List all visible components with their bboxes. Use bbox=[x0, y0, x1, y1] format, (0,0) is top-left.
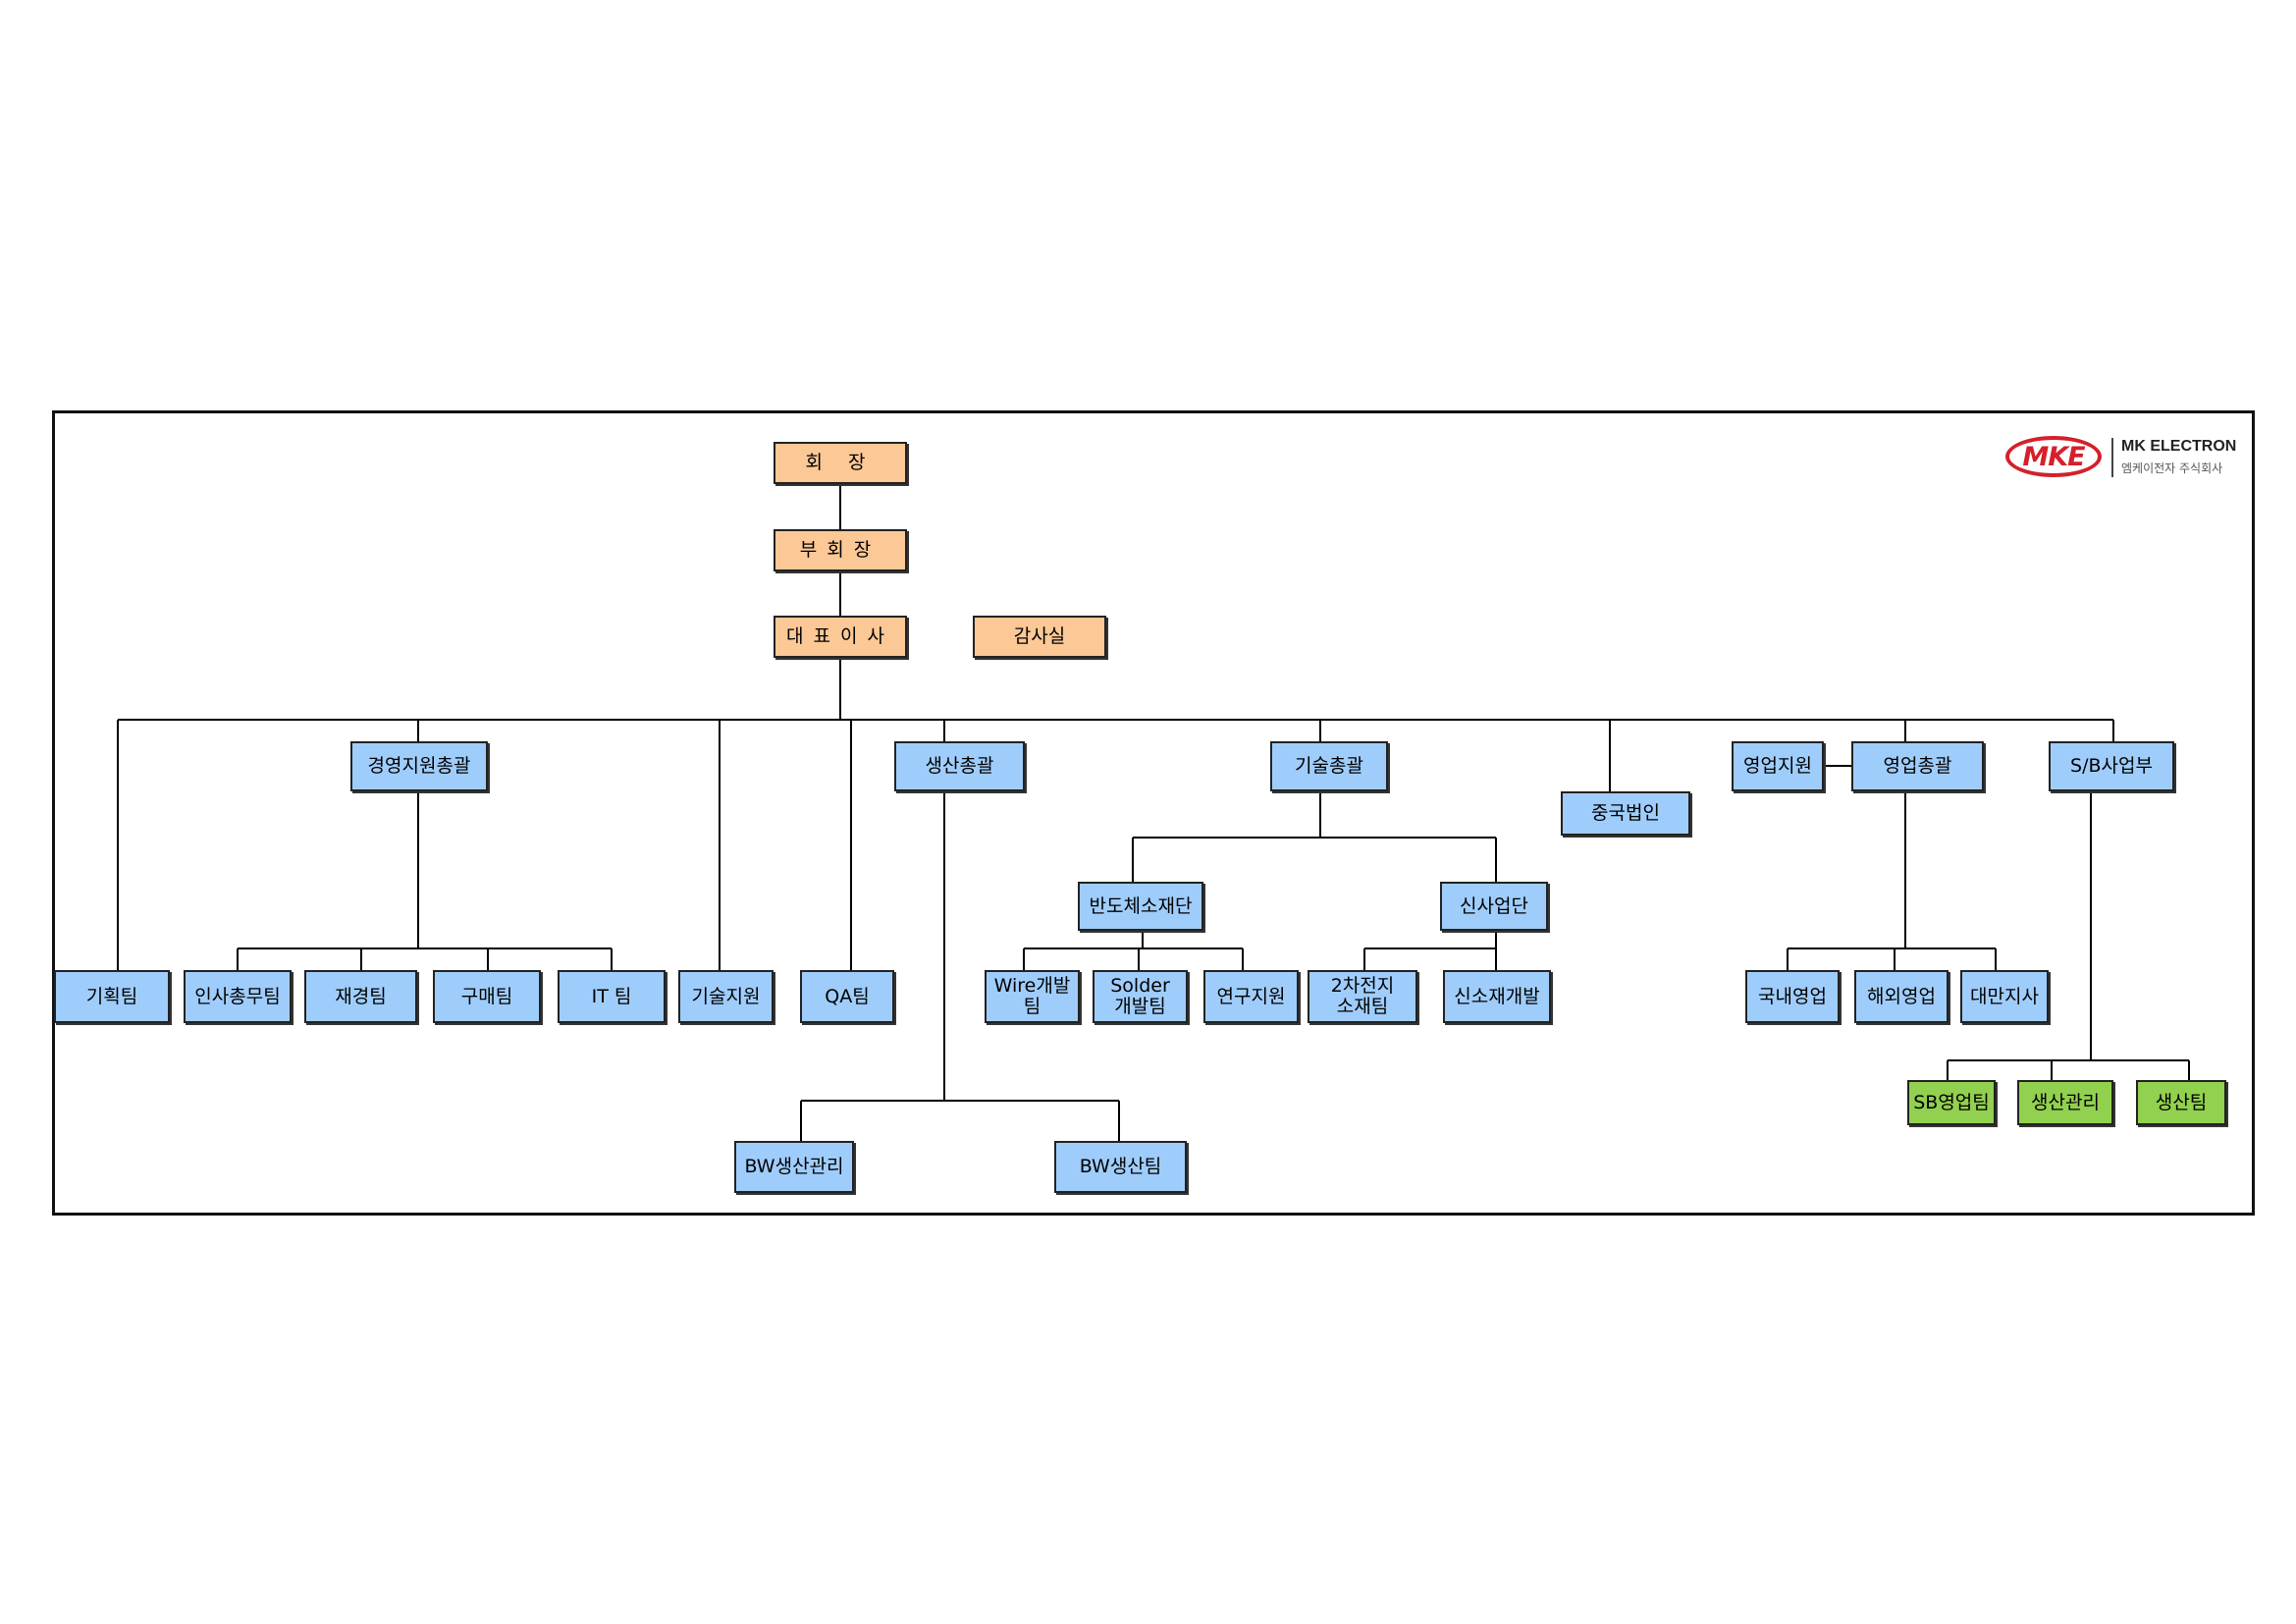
node-mgmt-support-head: 경영지원총괄 bbox=[350, 741, 488, 791]
node-chairman: 회 장 bbox=[774, 442, 907, 484]
node-overseas-sales: 해외영업 bbox=[1854, 970, 1949, 1023]
node-sb-division: S/B사업부 bbox=[2049, 741, 2174, 791]
node-battery-material-team: 2차전지 소재팀 bbox=[1308, 970, 1417, 1023]
node-finance-team: 재경팀 bbox=[304, 970, 417, 1023]
node-production-team: 생산팀 bbox=[2136, 1080, 2226, 1125]
node-new-business-division: 신사업단 bbox=[1440, 882, 1548, 931]
node-bw-production-team: BW생산팀 bbox=[1054, 1141, 1187, 1193]
node-research-support: 연구지원 bbox=[1203, 970, 1299, 1023]
node-production-head: 생산총괄 bbox=[894, 741, 1025, 791]
node-tech-head: 기술총괄 bbox=[1270, 741, 1388, 791]
node-wire-dev-team: Wire개발팀 bbox=[985, 970, 1080, 1023]
node-purchase-team: 구매팀 bbox=[433, 970, 541, 1023]
node-vice-chairman: 부회장 bbox=[774, 529, 907, 571]
node-it-team: IT 팀 bbox=[558, 970, 666, 1023]
node-production-mgmt: 생산관리 bbox=[2017, 1080, 2113, 1125]
node-solder-dev-team: Solder 개발팀 bbox=[1093, 970, 1188, 1023]
node-semiconductor-division: 반도체소재단 bbox=[1078, 882, 1203, 931]
node-ceo: 대표이사 bbox=[774, 616, 907, 658]
mke-logo-mark: MKE bbox=[2005, 436, 2102, 477]
node-sales-head: 영업총괄 bbox=[1851, 741, 1984, 791]
node-audit: 감사실 bbox=[973, 616, 1106, 658]
node-planning-team: 기획팀 bbox=[54, 970, 170, 1023]
node-new-material-dev: 신소재개발 bbox=[1443, 970, 1551, 1023]
node-bw-production-mgmt: BW생산관리 bbox=[734, 1141, 854, 1193]
node-hr-general-team: 인사총무팀 bbox=[184, 970, 292, 1023]
company-logo: MKE MK ELECTRON 엠케이전자 주식회사 bbox=[2005, 432, 2236, 481]
node-taiwan-branch: 대만지사 bbox=[1960, 970, 2049, 1023]
node-china-corp: 중국법인 bbox=[1561, 791, 1690, 836]
company-subtitle: 엠케이전자 주식회사 bbox=[2121, 461, 2223, 475]
node-domestic-sales: 국내영업 bbox=[1745, 970, 1840, 1023]
company-name: MK ELECTRON bbox=[2121, 438, 2237, 455]
node-qa-team: QA팀 bbox=[800, 970, 894, 1023]
chart-frame bbox=[52, 410, 2255, 1216]
logo-separator bbox=[2111, 438, 2113, 477]
node-tech-support: 기술지원 bbox=[678, 970, 774, 1023]
node-sales-support: 영업지원 bbox=[1732, 741, 1824, 791]
node-sb-sales-team: SB영업팀 bbox=[1907, 1080, 1996, 1125]
